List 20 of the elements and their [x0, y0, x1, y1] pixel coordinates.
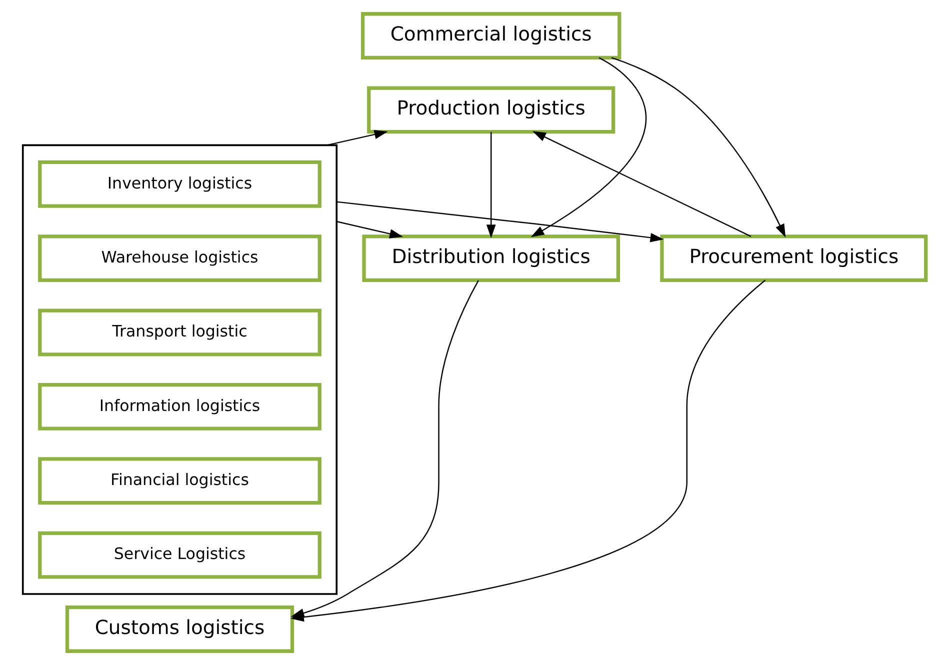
arrow: [530, 57, 646, 238]
node-box: Inventory logistics: [38, 160, 322, 208]
node-box: Financial logistics: [38, 457, 322, 505]
arrow: [326, 130, 388, 146]
node-box: Warehouse logistics: [38, 234, 322, 282]
arrow: [290, 280, 479, 618]
node-box: Distribution logistics: [362, 234, 620, 282]
node-box: Service Logistics: [38, 531, 322, 579]
node-box: Procurement logistics: [660, 234, 928, 282]
arrow: [486, 132, 496, 238]
cluster: [22, 144, 338, 595]
arrow: [336, 201, 664, 242]
arrow: [611, 57, 786, 238]
node-box: Transport logistic: [38, 308, 322, 356]
arrow: [532, 131, 752, 237]
node-box: Commercial logistics: [360, 12, 622, 60]
arrow: [336, 220, 404, 238]
node-box: Production logistics: [367, 86, 616, 134]
node-box: Customs logistics: [65, 606, 294, 653]
node-box: Information logistics: [38, 382, 322, 430]
